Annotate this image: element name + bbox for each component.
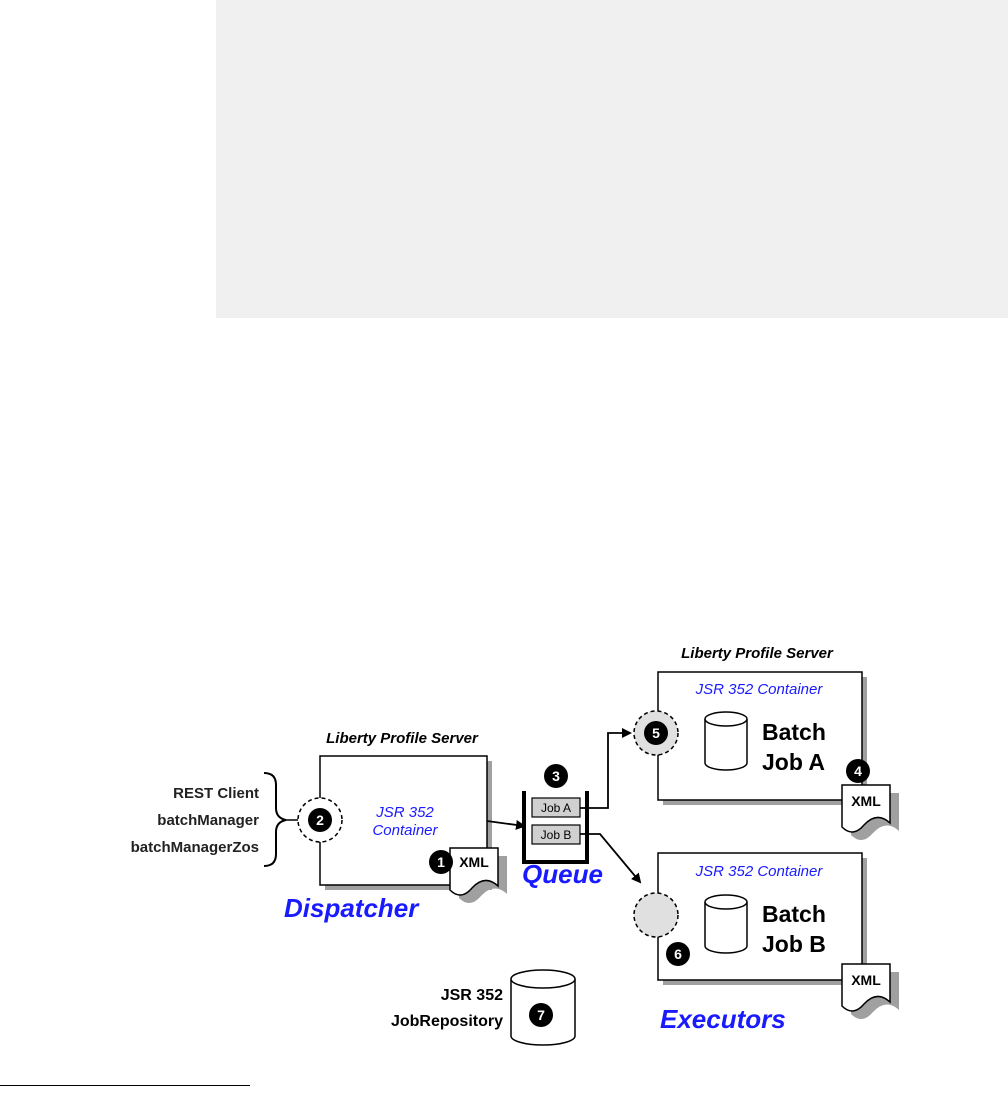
step-badge-1: 1 [429, 850, 453, 874]
executor-a-xml-label: XML [851, 793, 881, 809]
step-badge-3: 3 [544, 764, 568, 788]
step-badge-5: 5 [644, 721, 668, 745]
step-badge-1-label: 1 [437, 854, 445, 870]
dispatcher-server-label: Liberty Profile Server [326, 730, 479, 747]
executor-a-xml-doc [841, 784, 899, 841]
gray-panel [216, 0, 1008, 318]
step-badge-4: 4 [846, 759, 870, 783]
dispatcher-label: Dispatcher [284, 893, 420, 923]
executor-a-db-icon [704, 711, 748, 771]
client-batchmanagerzos: batchManagerZos [131, 839, 259, 856]
executors-label: Executors [660, 1004, 786, 1034]
executor-a-job-line2: Job A [762, 749, 825, 775]
arrow-job-a-to-executor-a [580, 728, 632, 809]
step-badge-4-label: 4 [854, 763, 862, 779]
queue-job-a-label: Job A [541, 801, 571, 815]
step-badge-7: 7 [529, 1003, 553, 1027]
executor-b-db-icon [704, 894, 748, 954]
client-batchmanager: batchManager [157, 812, 259, 829]
client-rest: REST Client [173, 785, 259, 802]
executor-b-box [657, 852, 867, 985]
executor-a-box [657, 671, 867, 805]
executor-b-entry-circle [633, 892, 679, 938]
queue-job-b-label: Job B [541, 828, 572, 842]
step-badge-3-label: 3 [552, 768, 560, 784]
repository-line2: JobRepository [391, 1013, 503, 1030]
executor-b-container-label: JSR 352 Container [695, 863, 824, 880]
arrow-job-b-to-executor-b [580, 833, 642, 884]
executor-b-job-line1: Batch [762, 901, 826, 927]
executor-b-job-line2: Job B [762, 931, 826, 957]
step-badge-5-label: 5 [652, 725, 660, 741]
client-list: REST Client batchManager batchManagerZos [131, 785, 260, 856]
executor-a-container-label: JSR 352 Container [695, 681, 824, 698]
dispatcher-container-line2: Container [372, 822, 438, 839]
executor-a-server-label: Liberty Profile Server [681, 645, 834, 662]
arrow-dispatcher-to-queue [486, 819, 526, 830]
step-badge-2-label: 2 [316, 812, 324, 828]
dispatcher-container-line1: JSR 352 [375, 804, 434, 821]
executor-b-xml-doc [841, 963, 899, 1020]
dispatcher-xml-doc [449, 847, 507, 904]
repository-line1: JSR 352 [441, 987, 503, 1004]
client-brace [263, 772, 287, 867]
executor-a-job-line1: Batch [762, 719, 826, 745]
footnote-rule [0, 1085, 250, 1086]
step-badge-7-label: 7 [537, 1007, 545, 1023]
queue-label: Queue [522, 859, 603, 889]
step-badge-2: 2 [308, 808, 332, 832]
executor-b-xml-label: XML [851, 972, 881, 988]
dispatcher-xml-label: XML [459, 854, 489, 870]
step-badge-6-label: 6 [674, 946, 682, 962]
step-badge-6: 6 [666, 942, 690, 966]
